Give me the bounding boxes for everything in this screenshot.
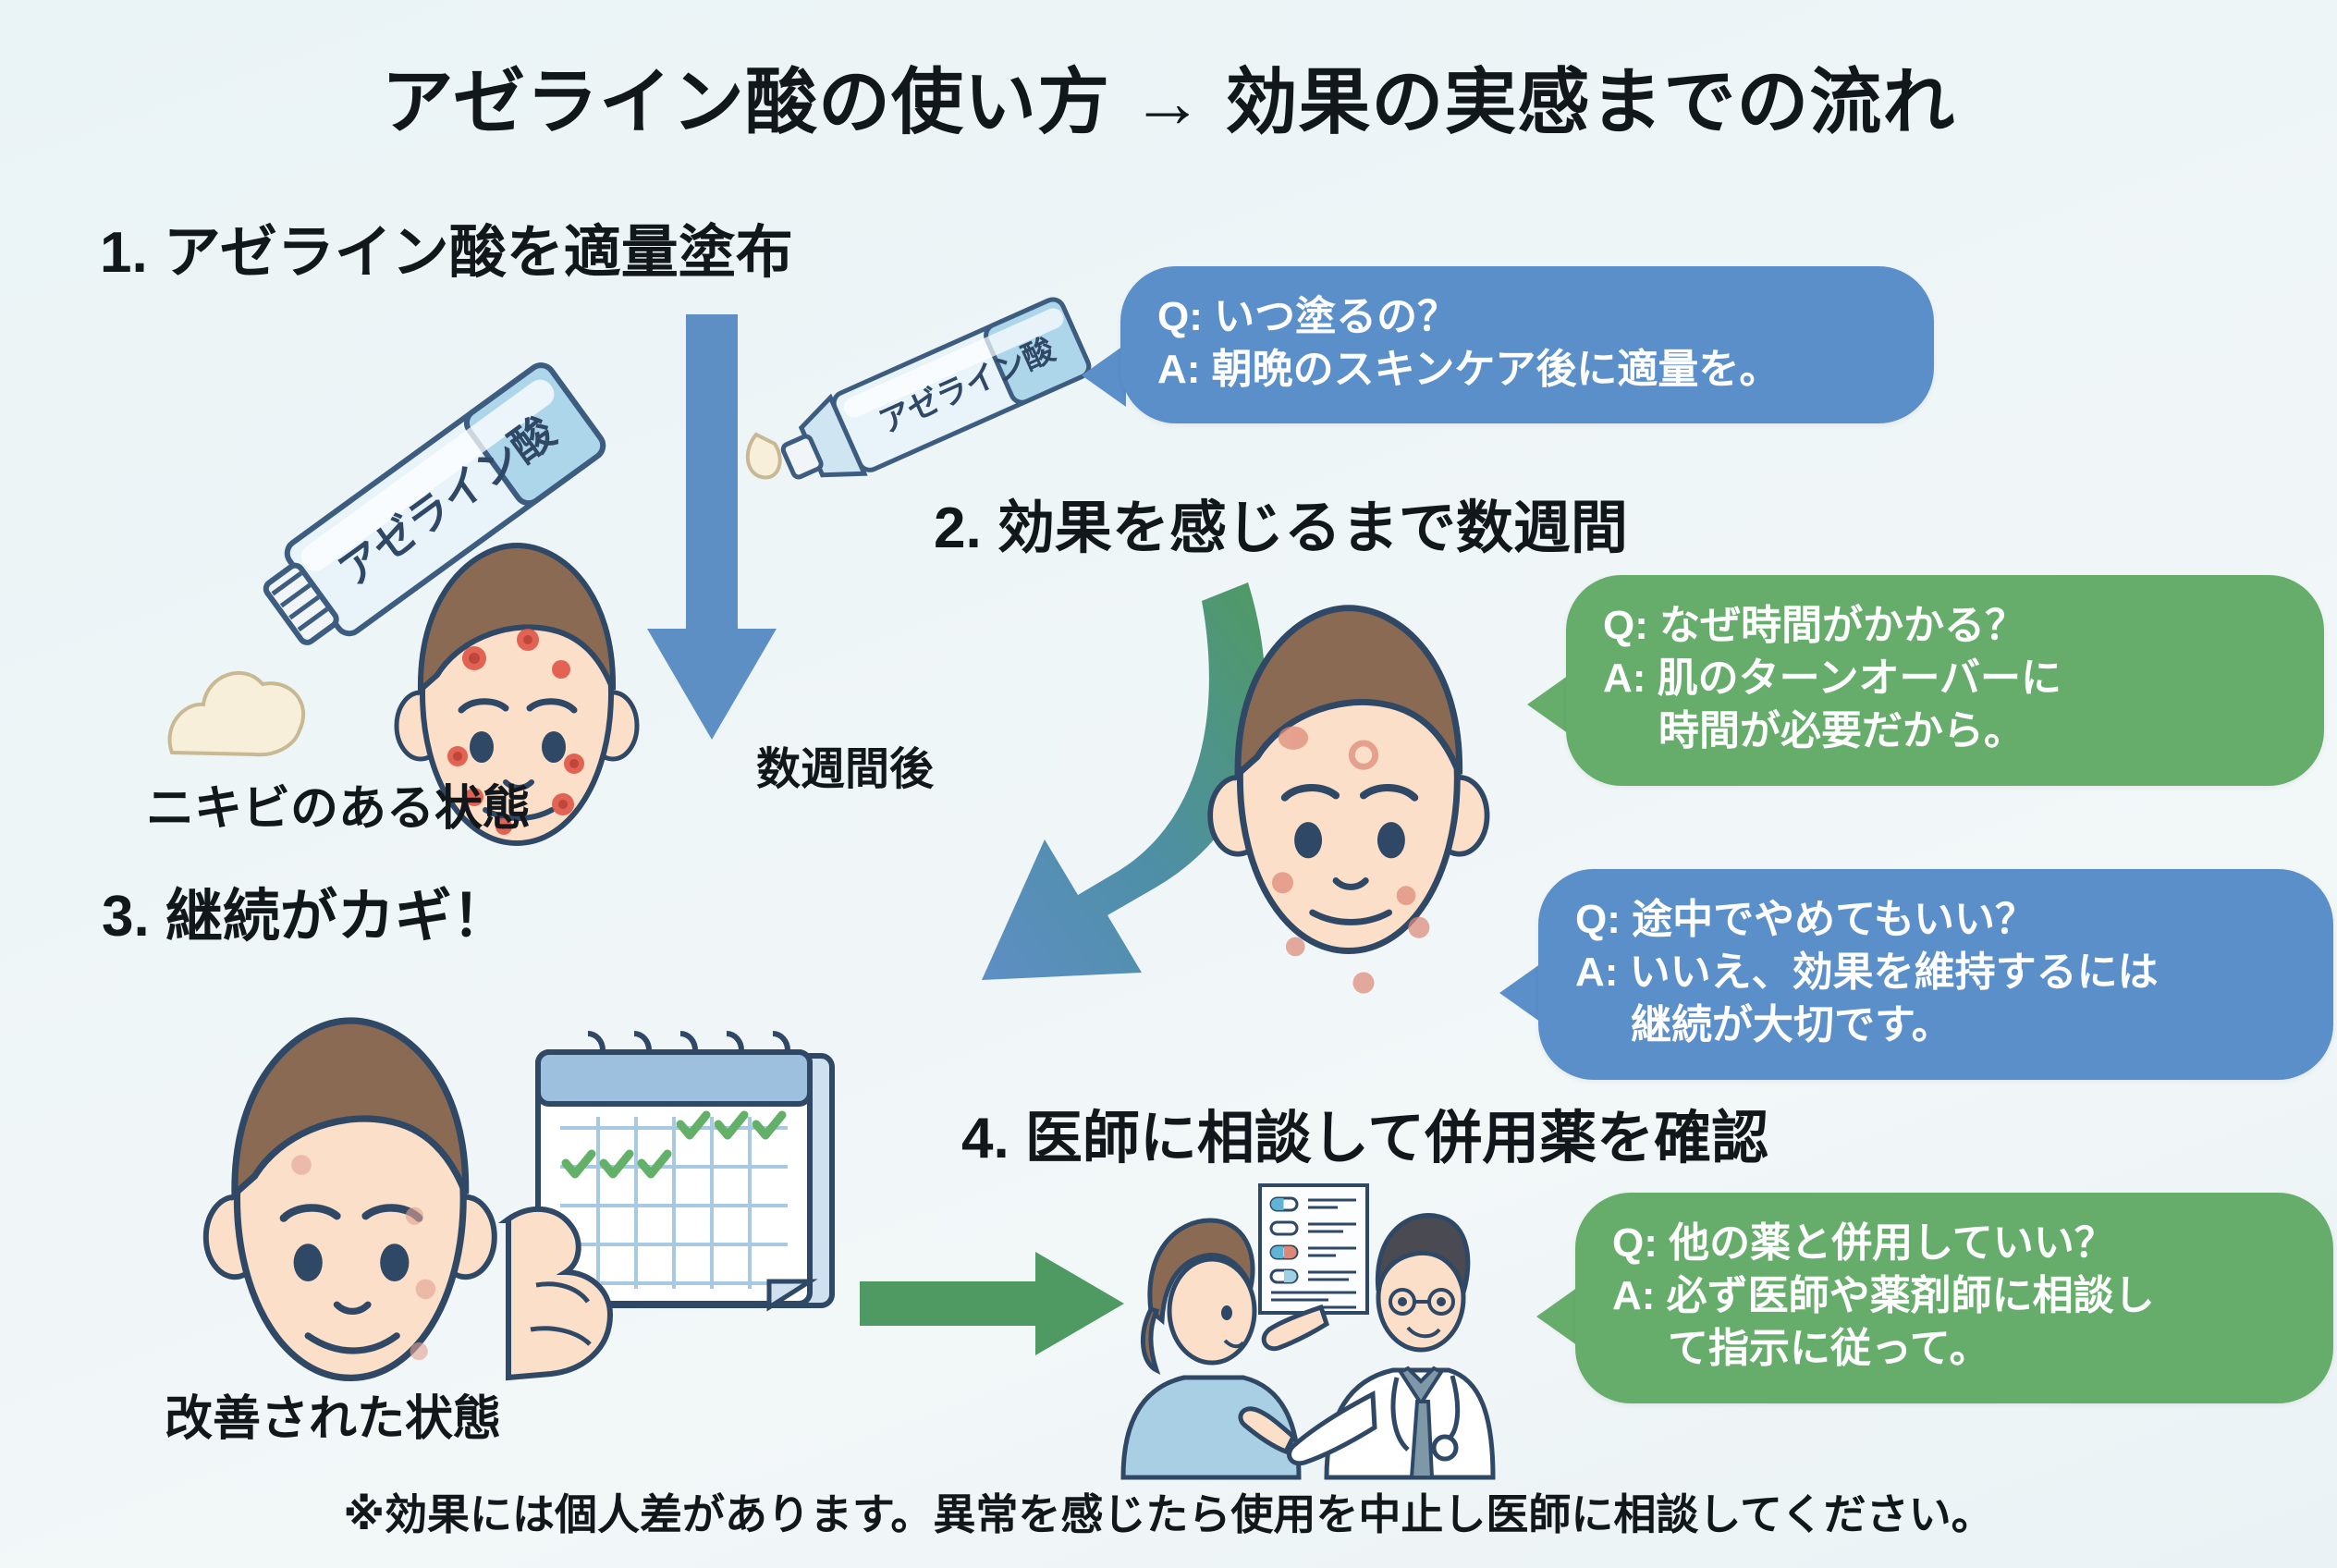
bubble-when-to-apply: Q: いつ塗るの？ A: 朝晩のスキンケア後に適量を。 [1120, 266, 1934, 424]
stethoscope-icon [1390, 1375, 1461, 1462]
doctor-and-patient-consultation [1120, 1183, 1496, 1480]
label-weeks-later: 数週間後 [756, 745, 935, 794]
bubble-line: A: 必ず医師や薬剤師に相談し [1612, 1273, 2155, 1319]
disclaimer-note: ※効果には個人差があります。異常を感じたら使用を中止し医師に相談してください。 [343, 1490, 1994, 1538]
hand-holding-calendar [497, 1031, 835, 1381]
bubble-can-i-stop: Q: 途中でやめてもいい？ A: いいえ、効果を維持するには 継続が大切です。 [1538, 869, 2333, 1080]
azelaic-acid-tube-squeezing: アゼライン酸 [745, 297, 1092, 480]
green-arrow-to-consultation [860, 1252, 1124, 1355]
page-title: アゼライン酸の使い方 → 効果の実感までの流れ [381, 61, 1956, 142]
bubble-line: Q: 途中でやめてもいい？ [1575, 897, 2037, 942]
calendar-checkmarks [561, 1110, 787, 1179]
bubble-line: A: 肌のターンオーバーに [1603, 655, 2062, 702]
bubble-line: て指示に従って。 [1668, 1326, 1990, 1372]
caption-before-state: ニキビのある状態 [146, 782, 532, 836]
downward-arrow [647, 314, 777, 740]
bubble-line: Q: 他の薬と併用していい？ [1612, 1220, 2115, 1266]
azelaic-acid-tube-large: アゼライン酸 [263, 362, 606, 645]
bubble-line: A: 朝晩のスキンケア後に適量を。 [1157, 347, 1780, 393]
doctor-figure [1238, 1213, 1496, 1480]
chart-text-lines [1271, 1198, 1356, 1309]
face-with-acne-illustration [394, 542, 640, 847]
step-3-heading: 3. 継続がカギ！ [102, 885, 509, 949]
cream-droplet-icon [745, 432, 782, 480]
bubble-tail-when-to-apply [1082, 344, 1126, 407]
bubble-line: Q: いつ塗るの？ [1157, 294, 1459, 339]
bubble-line: 継続が大切です。 [1631, 1002, 1952, 1048]
acne-spots-faded [1271, 726, 1430, 994]
acne-spots [447, 629, 584, 835]
eyeglasses-icon [1389, 1288, 1455, 1316]
bubble-tail-other-meds [1536, 1285, 1581, 1348]
bubble-line: Q: なぜ時間がかかる？ [1603, 603, 2026, 648]
calendar-grid [560, 1117, 788, 1289]
caption-after-state: 改善された状態 [165, 1392, 502, 1446]
hand-illustration [497, 1207, 614, 1381]
bubble-other-meds: Q: 他の薬と併用していい？ A: 必ず医師や薬剤師に相談し て指示に従って。 [1575, 1193, 2333, 1403]
pill-icons [1269, 1196, 1299, 1284]
step-4-heading: 4. 医師に相談して併用薬を確認 [961, 1107, 1769, 1170]
bubble-line: 時間が必要だから。 [1658, 708, 2025, 754]
bubble-line: A: いいえ、効果を維持するには [1575, 949, 2159, 996]
cream-dollop-icon [167, 670, 306, 757]
acne-spots-residual [291, 1155, 436, 1361]
step-1-heading: 1. アゼライン酸を適量塗布 [100, 221, 793, 285]
patient-figure [1120, 1218, 1302, 1480]
medication-chart-sheet [1258, 1183, 1369, 1315]
curved-progress-arrow [982, 582, 1266, 980]
face-improved-illustration [202, 1017, 497, 1382]
step-2-heading: 2. 効果を感じるまで数週間 [934, 496, 1628, 560]
bubble-tail-can-i-stop [1499, 962, 1544, 1024]
face-partially-improved-illustration [1207, 605, 1490, 994]
bubble-why-time: Q: なぜ時間がかかる？ A: 肌のターンオーバーに 時間が必要だから。 [1566, 575, 2324, 786]
bubble-tail-why-time [1527, 673, 1572, 736]
